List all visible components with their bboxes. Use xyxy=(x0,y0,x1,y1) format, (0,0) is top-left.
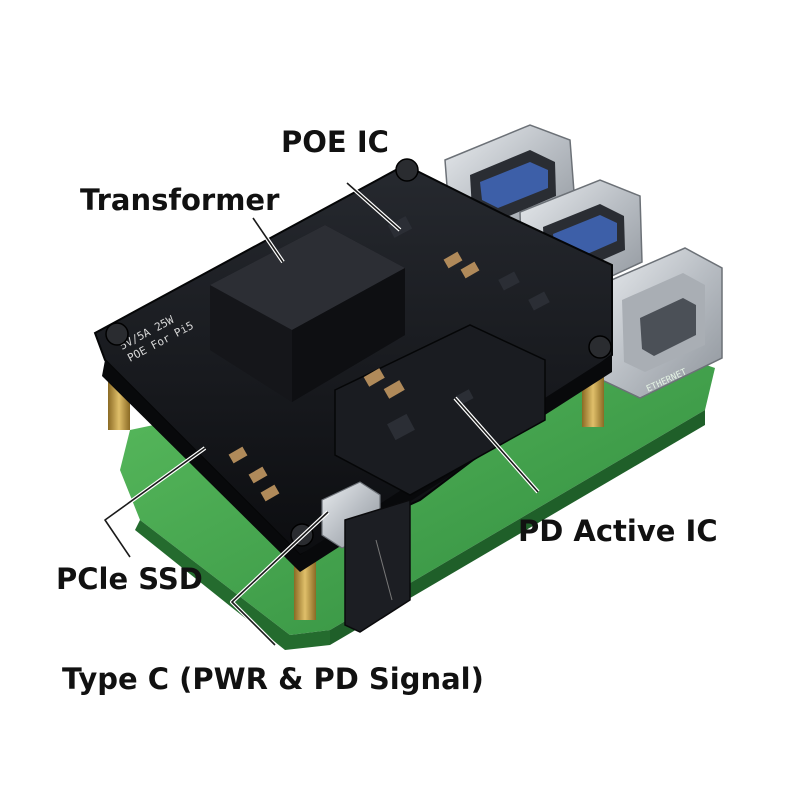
poe-ic-label: POE IC xyxy=(281,125,389,159)
ethernet-port xyxy=(599,247,723,399)
type-c-connector xyxy=(321,481,411,633)
transformer-label: Transformer xyxy=(80,183,280,217)
transformer-component xyxy=(210,225,405,402)
pd-active-ic-label: PD Active IC xyxy=(518,514,718,548)
leader-lines xyxy=(103,181,540,647)
smd-components xyxy=(228,216,550,502)
pcie-ssd-label: PCle SSD xyxy=(56,562,203,596)
pd-daughter-board xyxy=(334,324,546,496)
type-c-label: Type C (PWR & PD Signal) xyxy=(62,662,484,696)
